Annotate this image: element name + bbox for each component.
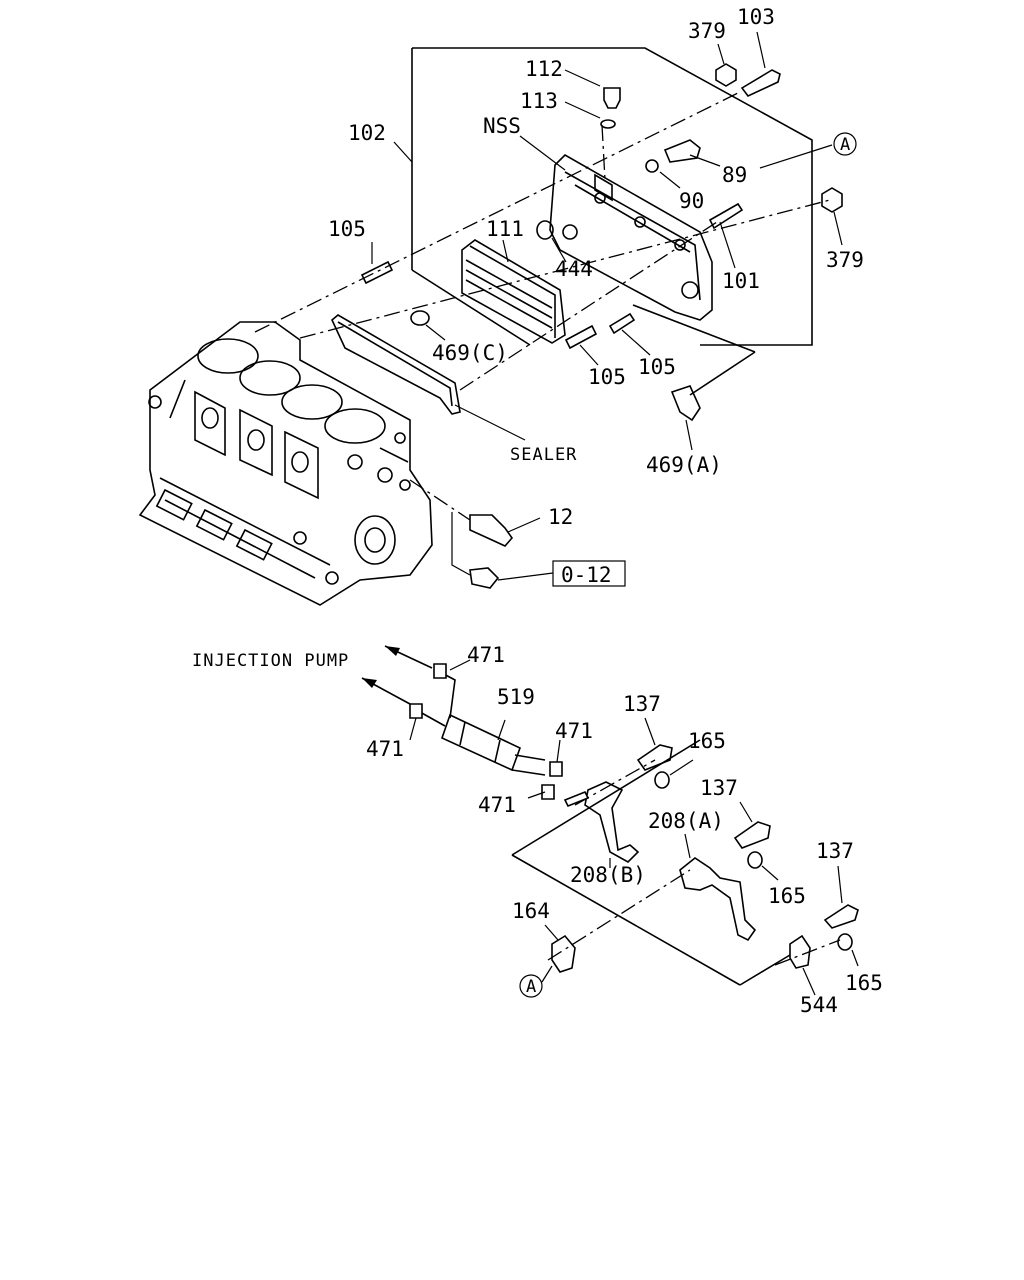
stud-105-right bbox=[608, 312, 636, 335]
label-sealer: SEALER bbox=[510, 445, 577, 465]
label-471-left: 471 bbox=[366, 737, 404, 761]
clip-471-left bbox=[409, 703, 423, 719]
cylinder-block bbox=[138, 321, 433, 606]
label-471-mid: 471 bbox=[555, 719, 593, 743]
label-103: 103 bbox=[737, 5, 775, 29]
hose-519 bbox=[441, 713, 522, 772]
washer-90 bbox=[645, 159, 659, 173]
oil-cooler-cover bbox=[549, 154, 713, 321]
clip-471-mid bbox=[549, 761, 563, 777]
plug-112 bbox=[603, 87, 621, 109]
washer-165-b bbox=[747, 851, 763, 869]
bolt-89 bbox=[663, 139, 701, 163]
label-544: 544 bbox=[800, 993, 838, 1017]
label-519: 519 bbox=[497, 685, 535, 709]
stud-105-center bbox=[564, 324, 598, 350]
assembly-bracket-102 bbox=[411, 47, 813, 396]
label-113: 113 bbox=[520, 89, 558, 113]
marker-a-top-letter: A bbox=[840, 135, 851, 155]
label-208b: 208(B) bbox=[570, 863, 646, 887]
alignment-lines-upper bbox=[254, 91, 831, 576]
label-379-top: 379 bbox=[688, 19, 726, 43]
label-105-left: 105 bbox=[328, 217, 366, 241]
label-0-12: 0-12 bbox=[561, 563, 612, 587]
label-111: 111 bbox=[486, 217, 524, 241]
part-labels: 103 379 112 113 NSS 102 89 90 A 105 111 … bbox=[192, 5, 883, 1017]
lower-assembly bbox=[409, 663, 859, 973]
label-444: 444 bbox=[555, 257, 593, 281]
marker-a-bottom-letter: A bbox=[526, 977, 537, 997]
label-12: 12 bbox=[548, 505, 573, 529]
nut-379-right bbox=[821, 187, 843, 213]
bolt-137-b bbox=[733, 821, 771, 849]
label-injection-pump: INJECTION PUMP bbox=[192, 651, 349, 671]
label-137-c: 137 bbox=[816, 839, 854, 863]
label-89: 89 bbox=[722, 163, 747, 187]
label-164: 164 bbox=[512, 899, 550, 923]
o-ring-469a bbox=[670, 385, 701, 422]
gasket-164 bbox=[551, 934, 576, 973]
reference-marker-a-top bbox=[833, 132, 857, 156]
fitting-12 bbox=[469, 514, 514, 547]
oil-cooler-element-111 bbox=[461, 239, 566, 344]
plug-0-12 bbox=[469, 567, 500, 589]
label-379-right: 379 bbox=[826, 248, 864, 272]
label-105-center: 105 bbox=[588, 365, 626, 389]
injection-pump-arrows bbox=[361, 645, 433, 705]
label-471-top: 471 bbox=[467, 643, 505, 667]
washer-113 bbox=[600, 119, 616, 129]
stud-105-left bbox=[360, 260, 394, 285]
leader-lines bbox=[371, 31, 859, 996]
label-137-a: 137 bbox=[623, 692, 661, 716]
bolt-137-a bbox=[636, 744, 673, 771]
clip-471-low bbox=[541, 784, 555, 800]
label-101: 101 bbox=[722, 269, 760, 293]
o-ring-444 bbox=[536, 220, 554, 240]
stud-101 bbox=[708, 202, 744, 230]
alignment-lines-lower bbox=[511, 739, 841, 986]
label-102: 102 bbox=[348, 121, 386, 145]
label-165-c: 165 bbox=[845, 971, 883, 995]
label-nss: NSS bbox=[483, 114, 521, 138]
clip-471-top bbox=[433, 663, 447, 679]
washer-165-c bbox=[837, 933, 853, 951]
reference-marker-a-bottom bbox=[519, 974, 543, 998]
o-ring-469c bbox=[410, 310, 430, 326]
label-208a: 208(A) bbox=[648, 809, 724, 833]
label-165-b: 165 bbox=[768, 884, 806, 908]
label-165-a: 165 bbox=[688, 729, 726, 753]
label-137-b: 137 bbox=[700, 776, 738, 800]
sealer-gasket bbox=[331, 314, 461, 415]
bolt-103 bbox=[740, 69, 781, 97]
label-469c: 469(C) bbox=[432, 341, 508, 365]
ref-box-0-12 bbox=[552, 560, 626, 587]
label-112: 112 bbox=[525, 57, 563, 81]
label-105-right: 105 bbox=[638, 355, 676, 379]
gasket-544 bbox=[789, 934, 811, 969]
washer-165-a bbox=[654, 771, 670, 789]
label-90: 90 bbox=[679, 189, 704, 213]
nut-379-top bbox=[715, 63, 737, 87]
bolt-137-c bbox=[823, 904, 859, 929]
pipe-208a bbox=[679, 857, 757, 942]
label-469a: 469(A) bbox=[646, 453, 722, 477]
label-471-low: 471 bbox=[478, 793, 516, 817]
fuel-pipe bbox=[439, 671, 456, 719]
